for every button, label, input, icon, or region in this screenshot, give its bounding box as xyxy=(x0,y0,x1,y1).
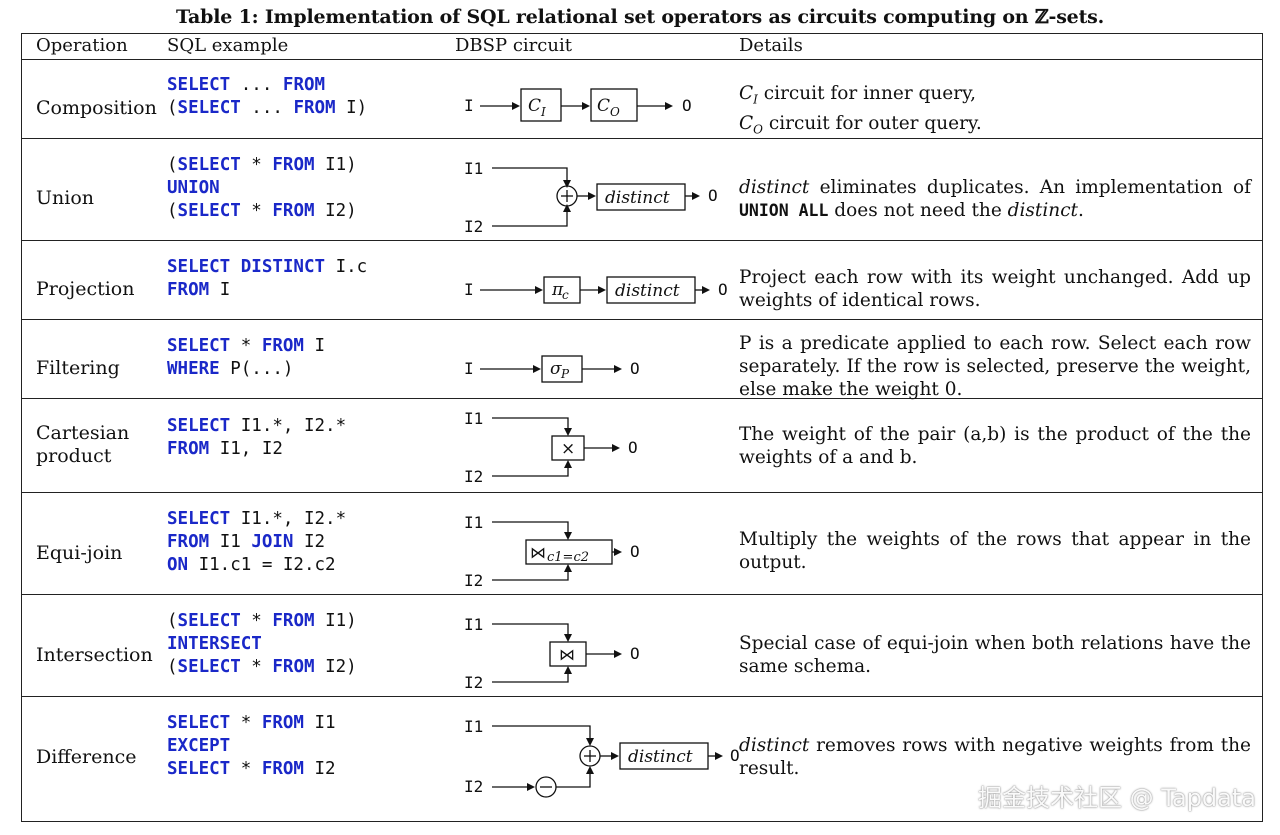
svg-text:σ: σ xyxy=(550,359,562,379)
svg-text:O: O xyxy=(708,186,718,205)
sql-example: SELECT * FROM I1 EXCEPT SELECT * FROM I2 xyxy=(167,713,336,779)
svg-text:O: O xyxy=(630,542,640,561)
row-details: Project each row with its weight unchang… xyxy=(739,267,1251,311)
svg-text:π: π xyxy=(551,280,564,300)
svg-text:C: C xyxy=(597,96,610,116)
row-rule xyxy=(22,240,1262,241)
operation-name: Intersection xyxy=(36,644,153,666)
svg-text:I1: I1 xyxy=(464,513,483,532)
row-details: Special case of equi-join when both rela… xyxy=(739,633,1251,677)
row-details: Multiply the weights of the rows that ap… xyxy=(739,529,1251,573)
svg-text:distinct: distinct xyxy=(605,188,670,208)
svg-text:I2: I2 xyxy=(464,217,483,236)
watermark: 掘金技术社区 @ Tapdata xyxy=(978,784,1256,812)
row-rule xyxy=(22,138,1262,139)
row-details: distinct removes rows with negative weig… xyxy=(739,735,1251,779)
svg-text:I: I xyxy=(464,359,474,378)
svg-text:C: C xyxy=(528,96,541,116)
svg-text:distinct: distinct xyxy=(615,281,680,301)
svg-text:O: O xyxy=(628,438,638,457)
svg-text:I1: I1 xyxy=(464,615,483,634)
svg-text:O: O xyxy=(682,96,692,115)
operation-name: Filtering xyxy=(36,357,120,379)
operators-table: Operation SQL example DBSP circuit Detai… xyxy=(21,33,1263,822)
svg-text:⋈: ⋈ xyxy=(559,645,575,664)
row-rule xyxy=(22,492,1262,493)
svg-text:distinct: distinct xyxy=(628,747,693,767)
sql-example: SELECT * FROM I WHERE P(...) xyxy=(167,336,326,379)
row-details: The weight of the pair (a,b) is the prod… xyxy=(739,424,1251,468)
circuit-projection: I πc distinct O xyxy=(464,276,728,304)
svg-text:O: O xyxy=(610,105,620,119)
row-rule xyxy=(22,696,1262,697)
svg-text:O: O xyxy=(630,359,640,378)
operation-name: Difference xyxy=(36,746,137,768)
operation-name: Equi-join xyxy=(36,542,123,564)
svg-text:P: P xyxy=(560,367,570,381)
svg-text:I1: I1 xyxy=(464,409,483,428)
svg-text:O: O xyxy=(630,644,640,663)
svg-text:I2: I2 xyxy=(464,467,483,486)
svg-text:⋈: ⋈ xyxy=(530,543,546,562)
operation-name: Cartesian product xyxy=(36,422,130,467)
svg-text:O: O xyxy=(718,280,728,299)
svg-text:c: c xyxy=(562,288,569,302)
row-details: P is a predicate applied to each row. Se… xyxy=(739,333,1251,400)
svg-text:I1: I1 xyxy=(464,159,483,178)
svg-text:O: O xyxy=(730,746,740,765)
operation-name: Composition xyxy=(36,97,157,119)
svg-text:I2: I2 xyxy=(464,777,483,796)
sql-example: SELECT DISTINCT I.c FROM I xyxy=(167,257,368,300)
row-details: CI circuit for inner query,CO circuit fo… xyxy=(739,83,982,137)
header-rule xyxy=(22,59,1262,60)
sql-example: (SELECT * FROM I1) INTERSECT (SELECT * F… xyxy=(167,611,357,677)
sql-example: SELECT I1.*, I2.* FROM I1, I2 xyxy=(167,416,347,459)
header-dbsp-circuit: DBSP circuit xyxy=(455,35,572,56)
svg-text:I1: I1 xyxy=(464,717,483,736)
sql-example: SELECT ... FROM (SELECT ... FROM I) xyxy=(167,75,368,118)
svg-text:c1=c2: c1=c2 xyxy=(547,550,589,565)
header-sql-example: SQL example xyxy=(167,35,289,56)
row-rule xyxy=(22,594,1262,595)
header-operation: Operation xyxy=(36,35,128,56)
svg-text:I: I xyxy=(540,105,546,119)
sql-example: (SELECT * FROM I1) UNION (SELECT * FROM … xyxy=(167,155,357,221)
operator-box xyxy=(596,183,686,211)
row-rule xyxy=(22,319,1262,320)
svg-text:I2: I2 xyxy=(464,673,483,692)
svg-text:I: I xyxy=(464,280,474,299)
sql-example: SELECT I1.*, I2.* FROM I1 JOIN I2 ON I1.… xyxy=(167,509,347,575)
row-rule xyxy=(22,398,1262,399)
operation-name: Projection xyxy=(36,278,135,300)
svg-text:I2: I2 xyxy=(464,571,483,590)
operation-name: Union xyxy=(36,187,95,209)
svg-text:×: × xyxy=(561,439,575,459)
operator-box xyxy=(520,88,562,122)
row-details: distinct eliminates duplicates. An imple… xyxy=(739,177,1251,221)
svg-text:I: I xyxy=(464,96,474,115)
header-details: Details xyxy=(739,35,803,56)
operator-box xyxy=(590,88,638,122)
table-caption: Table 1: Implementation of SQL relationa… xyxy=(175,6,1105,28)
